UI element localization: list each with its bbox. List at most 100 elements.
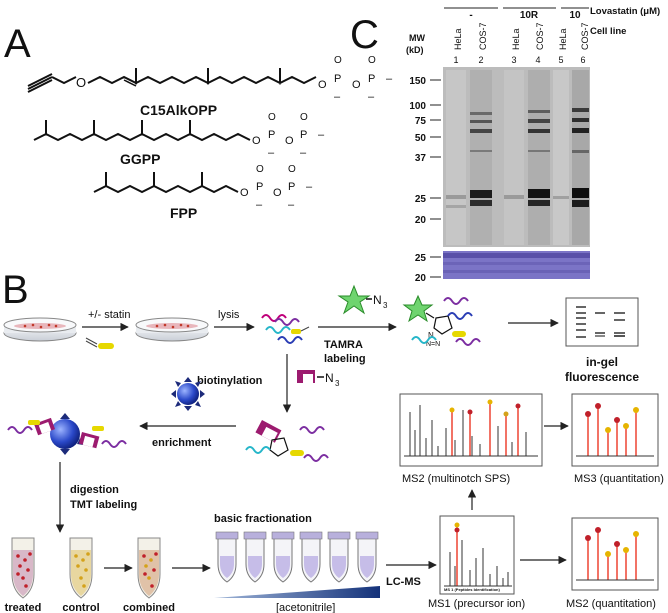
oxygen-4: O xyxy=(368,55,376,66)
mw-tick-marks xyxy=(430,79,441,278)
tamra-azide-icon: N 3 xyxy=(337,284,388,315)
azide-n-label: N xyxy=(325,371,334,385)
basic-fractionation-label: basic fractionation xyxy=(214,513,312,525)
charge-1: – xyxy=(386,73,393,85)
ms3-spectrum-box xyxy=(571,393,659,467)
lane-hela xyxy=(446,70,466,245)
alkyne-probe-icon xyxy=(85,337,114,349)
oxygen-4: O xyxy=(300,112,308,123)
fraction-tubes xyxy=(215,531,379,583)
oxygen-2: O xyxy=(352,79,361,91)
cell-line-labels: HeLa COS-7 HeLa COS-7 HeLa COS-7 xyxy=(453,22,590,50)
lane-number: 4 xyxy=(535,55,540,65)
enrichment-label: enrichment xyxy=(152,437,212,449)
cell-line-label: HeLa xyxy=(453,28,463,50)
treatment-10: 10 xyxy=(569,10,581,21)
oxygen-2: O xyxy=(285,135,294,147)
ms2-quant-caption: MS2 (quantitation) xyxy=(566,598,656,610)
fraction-tube xyxy=(243,531,267,583)
lane-number: 3 xyxy=(511,55,516,65)
oxygen-2: O xyxy=(273,187,282,199)
loading-control-gel xyxy=(443,251,590,279)
lane-number: 5 xyxy=(558,55,563,65)
treatment-10r: 10R xyxy=(520,10,539,21)
mw-marker-20-loading: 20 xyxy=(415,273,427,284)
biotinylated-protein xyxy=(245,420,329,462)
oxygen-1: O xyxy=(318,79,327,91)
mw-marker-75: 75 xyxy=(415,116,427,127)
oxygen-4: O xyxy=(288,164,296,175)
lane-hela xyxy=(504,70,524,245)
phosphorus-2: P xyxy=(368,73,375,85)
fraction-tube xyxy=(355,531,379,583)
phosphorus-2: P xyxy=(300,129,307,141)
charge-1: – xyxy=(306,181,313,193)
panel-a-label: A xyxy=(4,22,31,66)
tmt-labeling-label: TMT labeling xyxy=(70,499,137,511)
mw-marker-50: 50 xyxy=(415,133,427,144)
treatment-axis-label: Lovastatin (μM) xyxy=(590,6,660,17)
tube-treated-label: treated xyxy=(5,602,42,613)
fpp-pyrophosphate: O P O P – O O – – xyxy=(240,164,313,211)
ms3-caption: MS3 (quantitation) xyxy=(574,473,664,485)
culture-dish-1 xyxy=(3,317,77,342)
treatment-headers: - 10R 10 xyxy=(444,7,589,21)
mw-marker-25: 25 xyxy=(415,194,427,205)
oxygen-3: O xyxy=(334,55,342,66)
azide-subscript: 3 xyxy=(383,301,388,310)
cell-line-label: COS-7 xyxy=(478,22,488,50)
c15alkopp-label: C15AlkOPP xyxy=(140,102,217,118)
oxygen-3: O xyxy=(256,164,264,175)
fpp-label: FPP xyxy=(170,205,197,221)
panel-b-label: B xyxy=(2,268,29,312)
phosphorus-1: P xyxy=(268,129,275,141)
ms2-sps-caption: MS2 (multinotch SPS) xyxy=(402,473,510,485)
fraction-tube xyxy=(299,531,323,583)
lysis-step-label: lysis xyxy=(218,309,240,321)
lane-hela xyxy=(553,70,569,245)
charge-3: – xyxy=(368,91,375,103)
tamra-label: TAMRA xyxy=(324,339,363,351)
ingel-label-line1: in-gel xyxy=(586,355,618,369)
charge-3: – xyxy=(300,147,307,159)
triazole-nn-label: N=N xyxy=(426,341,440,348)
mw-marker-100: 100 xyxy=(409,101,426,112)
tamra-labeling-label: labeling xyxy=(324,353,366,365)
lcms-label: LC-MS xyxy=(386,576,421,588)
biotin-azide-icon: N 3 xyxy=(297,370,340,388)
triazole-n-label: N xyxy=(428,331,434,340)
tamra-labeled-protein: N N=N xyxy=(402,294,481,348)
phosphorus-1: P xyxy=(256,181,263,193)
ms2-quant-spectrum-box xyxy=(571,517,659,591)
treatment-none: - xyxy=(469,10,472,21)
ggpp-pyrophosphate: O P O P – O O – – xyxy=(252,112,325,159)
mw-markers: 150 100 75 50 37 25 20 25 20 xyxy=(409,76,426,284)
charge-1: – xyxy=(318,129,325,141)
mw-marker-20: 20 xyxy=(415,215,427,226)
phosphorus-1: P xyxy=(334,73,341,85)
azide-n-label: N xyxy=(373,293,382,307)
mw-axis-label: MW xyxy=(409,33,425,43)
cell-line-axis-label: Cell line xyxy=(590,26,626,37)
lysate-proteins xyxy=(261,314,310,344)
ggpp-label: GGPP xyxy=(120,151,160,167)
ms1-caption: MS1 (precursor ion) xyxy=(428,598,525,610)
tube-control xyxy=(69,537,93,599)
mw-marker-25-loading: 25 xyxy=(415,253,427,264)
cell-line-label: COS-7 xyxy=(580,22,590,50)
charge-2: – xyxy=(268,147,275,159)
biotinylation-label: biotinylation xyxy=(197,375,263,387)
tube-combined xyxy=(137,537,161,599)
digestion-label: digestion xyxy=(70,484,119,496)
fraction-tube xyxy=(215,531,239,583)
oxygen-1: O xyxy=(252,135,261,147)
lane-cos7 xyxy=(470,70,492,245)
ms2-sps-spectrum-box xyxy=(399,393,543,467)
charge-3: – xyxy=(288,199,295,211)
panel-c-label: C xyxy=(350,13,379,57)
streptavidin-bead-icon xyxy=(171,377,205,411)
azide-subscript: 3 xyxy=(335,379,340,388)
lane-numbers: 1 2 3 4 5 6 xyxy=(453,55,585,65)
acetonitrile-label: [acetonitrile] xyxy=(276,602,335,613)
